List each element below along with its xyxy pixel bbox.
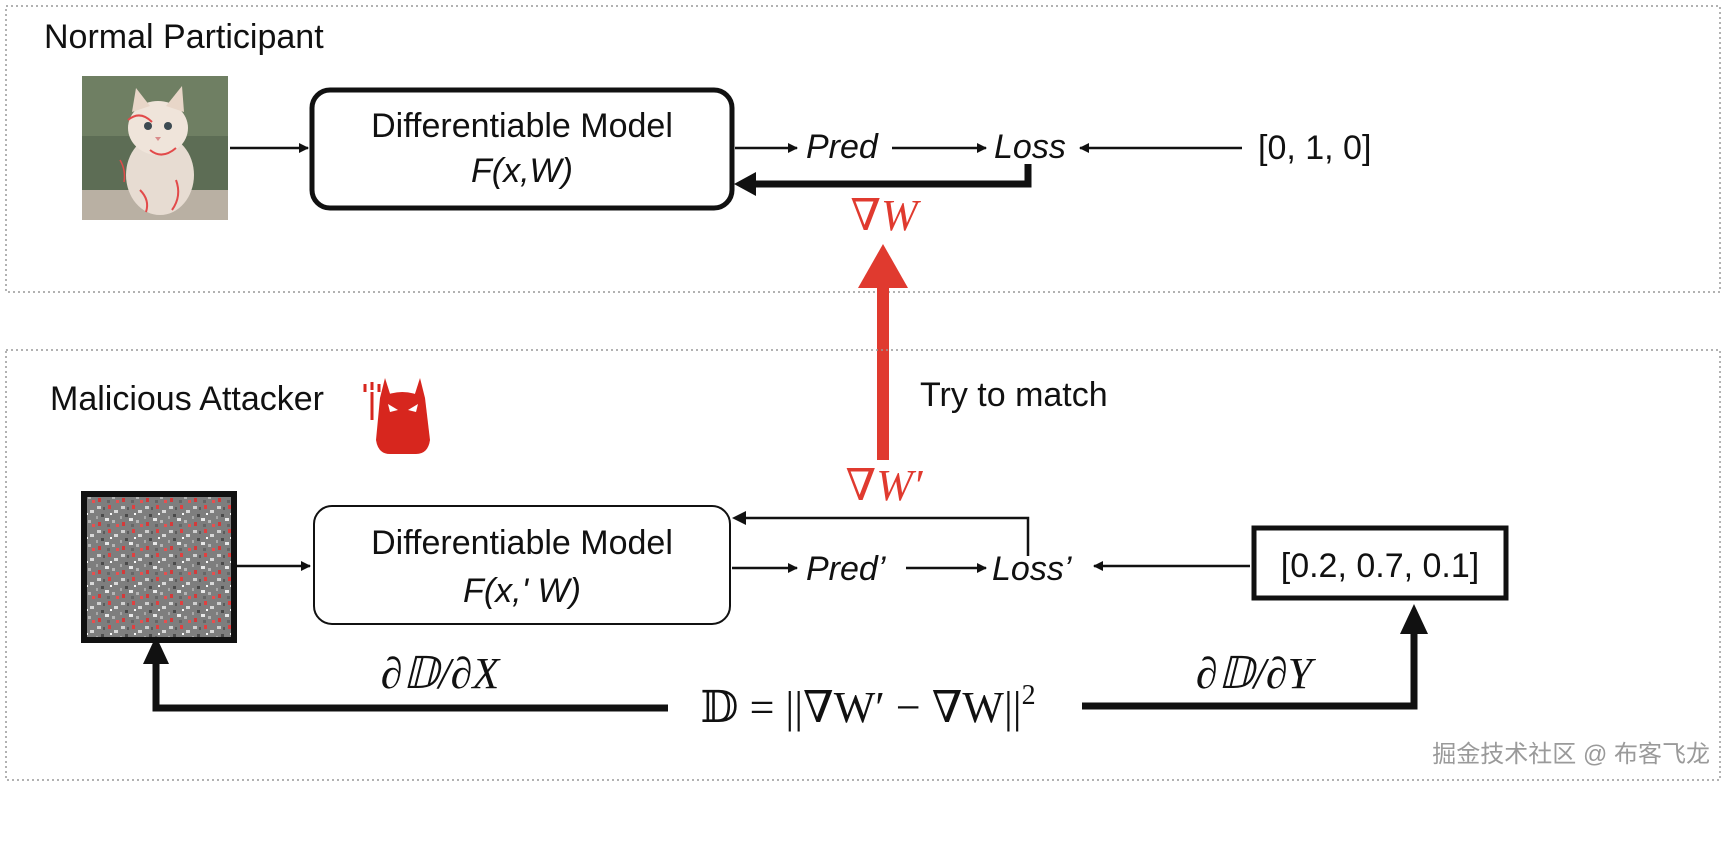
match-label: Try to match [920,376,1108,414]
arrow-loss-prime-back-to-model [742,516,1030,556]
distance-formula: 𝔻 = ||∇W′ − ∇W||2 [700,680,1035,732]
watermark: 掘金技术社区 @ 布客飞龙 [1432,741,1710,768]
arrow-dx-to-noise [152,660,668,712]
top-pred-label: Pred [806,128,879,166]
bottom-model-box [313,505,731,625]
bottom-loss-label: Loss’ [992,550,1072,588]
bottom-model-title: Differentiable Model [371,524,673,562]
bottom-label-box [1251,525,1509,601]
bottom-gradient-label: ∇W′ [846,461,924,510]
cat-image [82,76,228,220]
malicious-attacker-panel: Malicious Attacker Differentiable Model … [5,349,1721,781]
top-loss-label: Loss [994,128,1066,166]
bottom-label-vector: [0.2, 0.7, 0.1] [1281,547,1479,585]
top-panel-border [5,5,1721,293]
top-model-formula: F(x,W) [471,152,573,190]
bottom-model-formula: F(x,' W) [463,572,581,610]
distance-formula-main: 𝔻 = ||∇W′ − ∇W|| [700,683,1021,732]
top-model-box [309,87,735,211]
top-model-title: Differentiable Model [371,107,673,145]
match-arrow [858,244,908,460]
top-panel-title: Normal Participant [44,18,324,56]
devil-icon [363,378,430,454]
bottom-panel-border [5,349,1721,781]
arrow-dy-to-label [1082,632,1418,710]
distance-formula-exponent: 2 [1022,680,1036,711]
noise-image [81,491,237,643]
bottom-panel-title: Malicious Attacker [50,380,324,418]
normal-participant-panel: Normal Participant Differentiable Model … [5,5,1721,293]
arrow-loss-back-to-model [750,164,1032,188]
dy-label: ∂𝔻/∂Y [1196,649,1317,698]
top-gradient-label: ∇W [850,191,921,240]
dx-label: ∂𝔻/∂X [381,649,502,698]
top-label-vector: [0, 1, 0] [1258,129,1371,167]
bottom-pred-label: Pred’ [806,550,886,588]
